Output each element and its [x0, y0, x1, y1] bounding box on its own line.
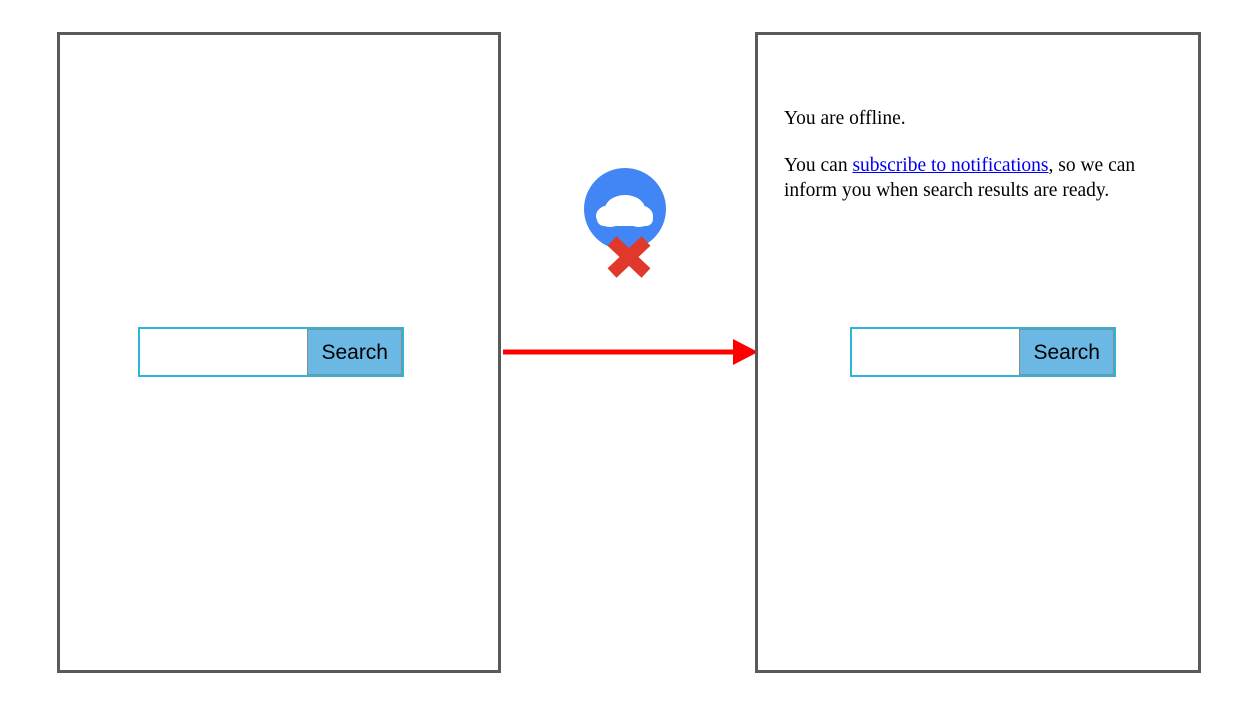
- search-button-after[interactable]: Search: [1019, 329, 1114, 375]
- subscribe-text-suffix: , so we can inform you when search resul…: [784, 154, 1136, 202]
- search-button-before[interactable]: Search: [307, 329, 402, 375]
- transition-arrow: [500, 333, 762, 371]
- offline-message: You are offline. You can subscribe to no…: [784, 106, 1184, 204]
- search-input-after[interactable]: [852, 329, 1020, 375]
- search-input-before[interactable]: [140, 329, 308, 375]
- cloud-offline-glyph: [584, 168, 666, 278]
- search-bar-before[interactable]: Search: [138, 327, 404, 377]
- offline-subscribe-text: You can subscribe to notifications, so w…: [784, 153, 1184, 204]
- cloud-shape: [596, 195, 653, 227]
- offline-status-text: You are offline.: [784, 108, 906, 129]
- transition-arrow-glyph: [503, 339, 758, 365]
- subscribe-to-notifications-link[interactable]: subscribe to notifications: [852, 154, 1049, 176]
- cross-shape: [607, 236, 651, 278]
- subscribe-text-prefix: You can: [784, 154, 853, 176]
- arrow-head: [733, 339, 758, 365]
- cloud-offline-icon: [576, 168, 686, 280]
- search-bar-after[interactable]: Search: [850, 327, 1116, 377]
